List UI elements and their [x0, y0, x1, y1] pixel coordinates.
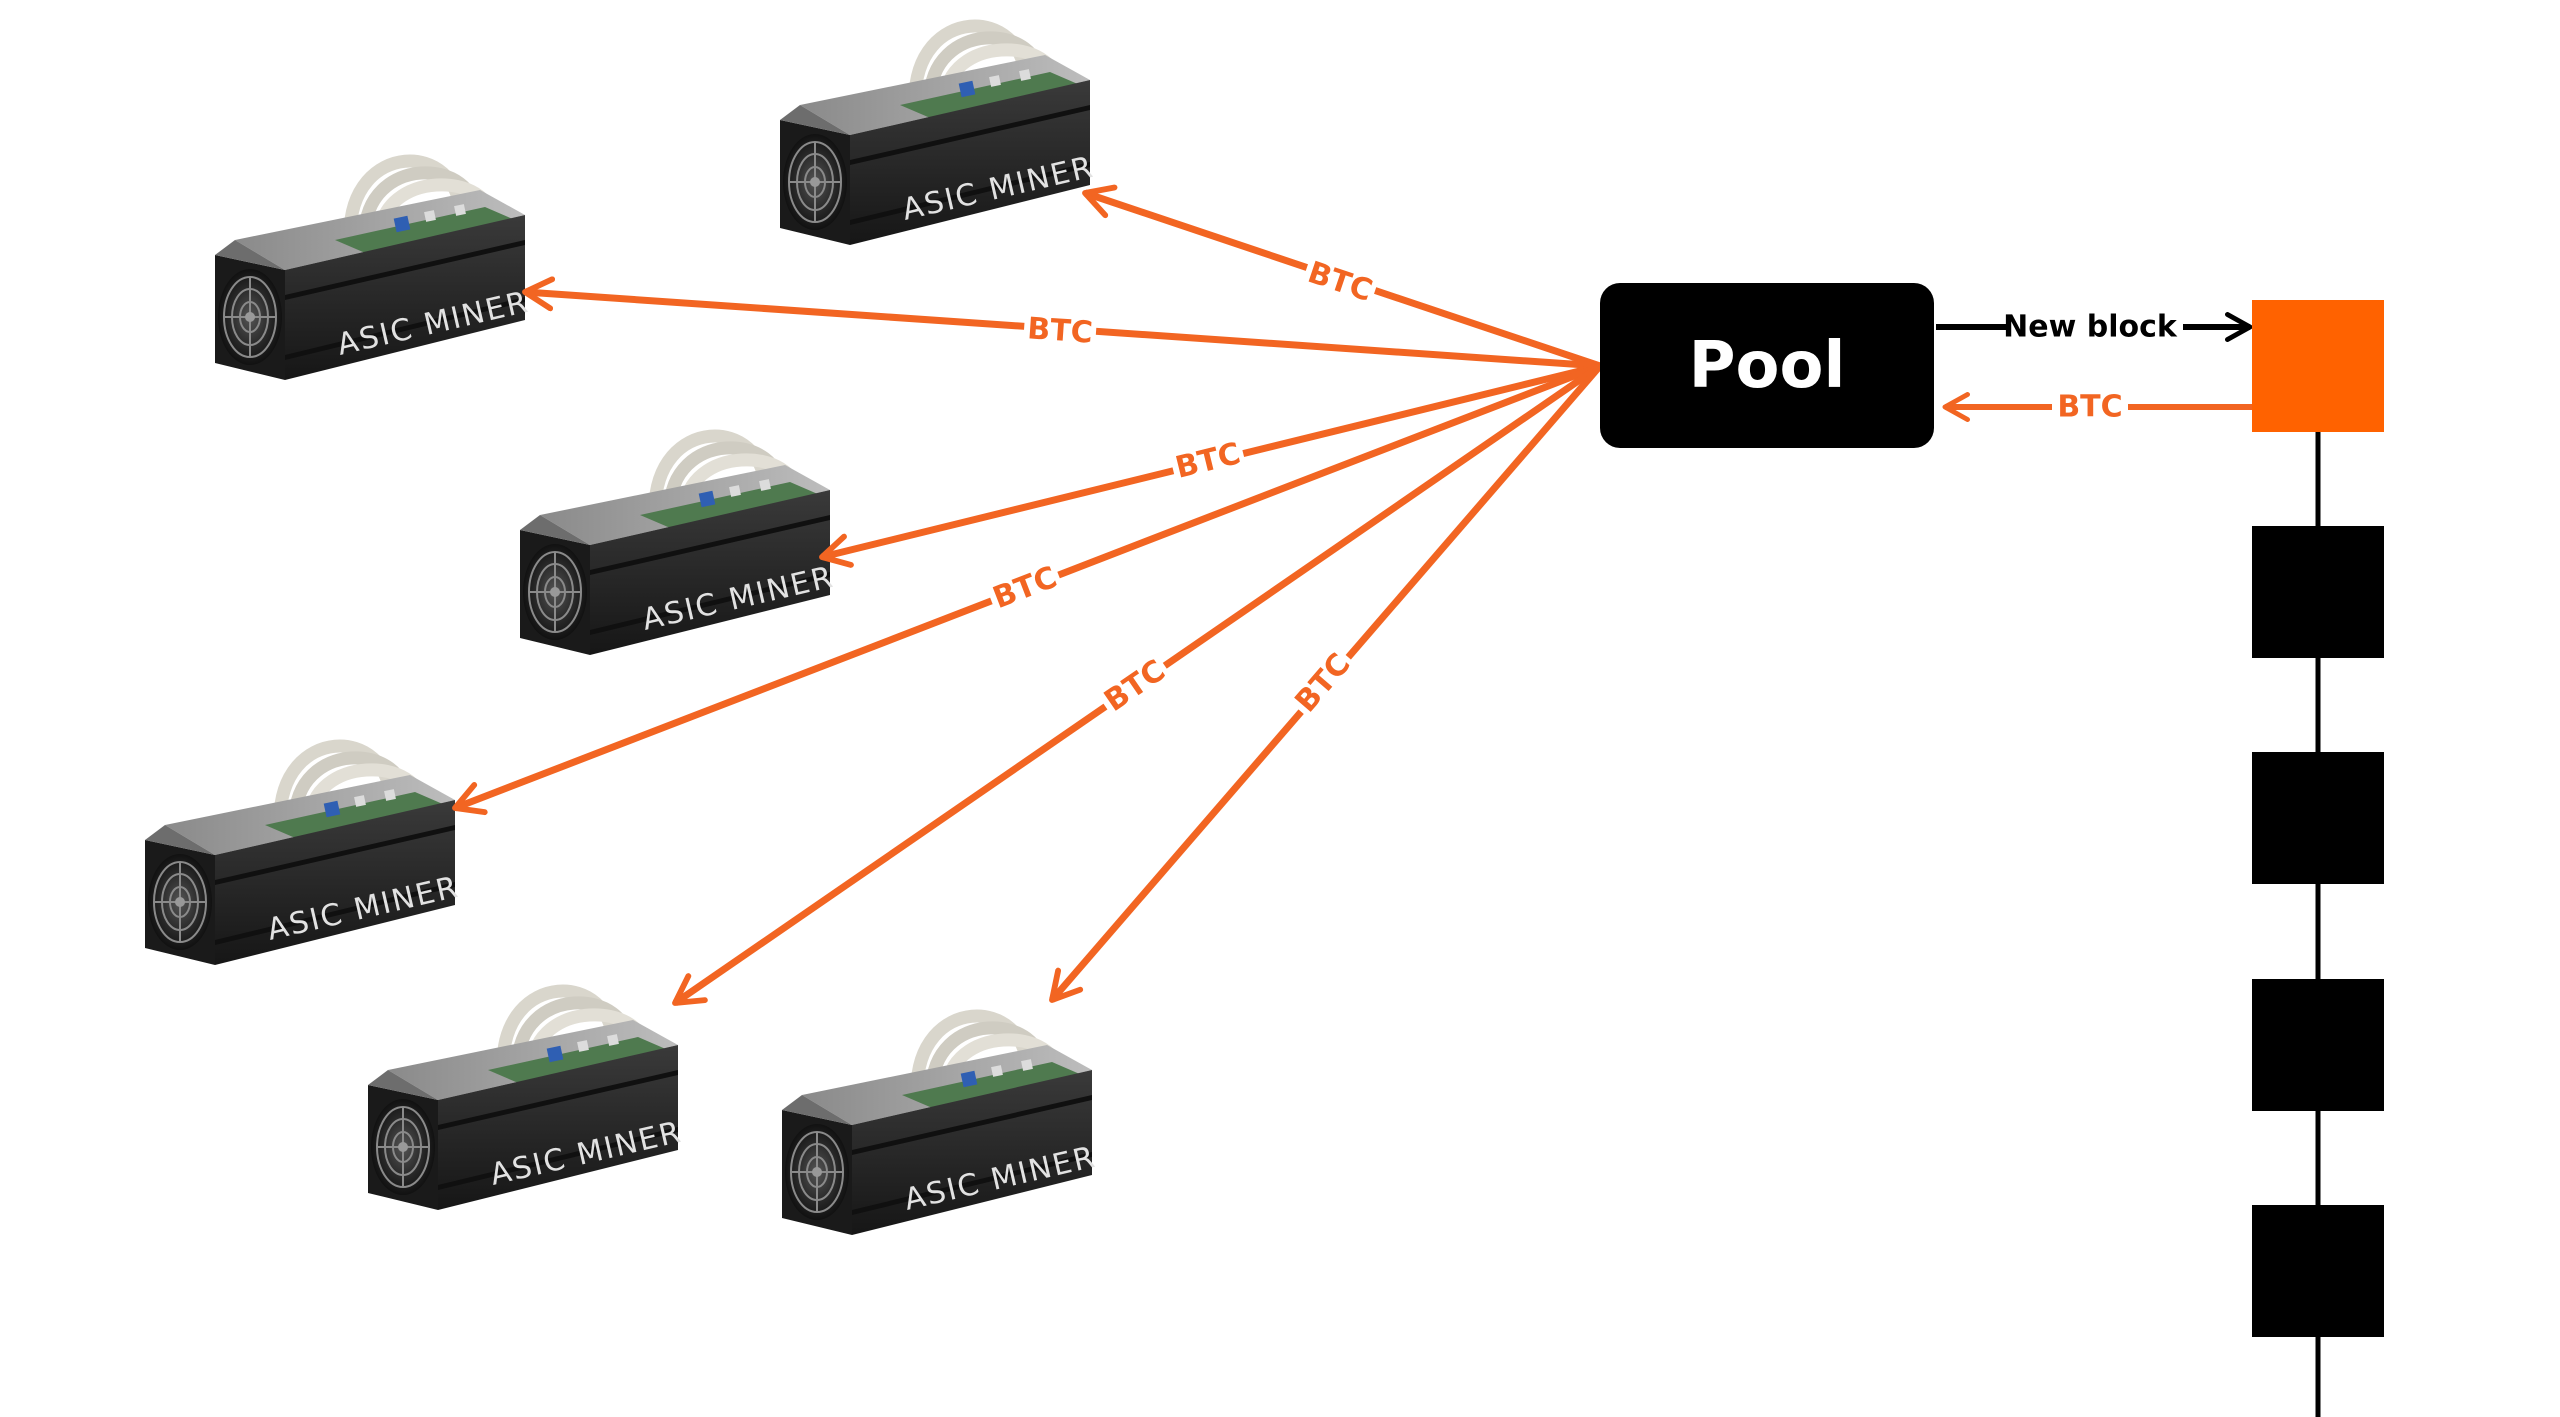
chain-block[interactable] [2252, 526, 2384, 658]
asic-miner-5[interactable]: ASIC MINER [368, 991, 686, 1210]
chain-block[interactable] [2252, 752, 2384, 884]
asic-miner-1[interactable]: ASIC MINER [780, 26, 1098, 245]
asic-miner-6[interactable]: ASIC MINER [782, 1016, 1100, 1235]
pool-node[interactable]: Pool [1600, 283, 1934, 448]
pool-label: Pool [1689, 329, 1846, 403]
blockchain [2252, 300, 2384, 1417]
new-block[interactable] [2252, 300, 2384, 432]
chain-block[interactable] [2252, 1205, 2384, 1337]
pool-block-links: New block BTC [1936, 310, 2253, 425]
payout-labels: BTC BTC BTC BTC BTC BTC [984, 251, 1381, 724]
asic-miner-3[interactable]: ASIC MINER [520, 436, 838, 655]
reward-label: BTC [2057, 390, 2122, 425]
asic-miner-4[interactable]: ASIC MINER [145, 746, 463, 965]
btc-label: BTC [1026, 311, 1094, 350]
asic-miner-2[interactable]: ASIC MINER [215, 161, 533, 380]
btc-label: BTC [1172, 436, 1244, 486]
chain-block[interactable] [2252, 979, 2384, 1111]
new-block-label: New block [2003, 310, 2178, 345]
miners-group: ASIC MINER ASIC MINER ASIC MINER ASIC MI… [145, 26, 1100, 1235]
